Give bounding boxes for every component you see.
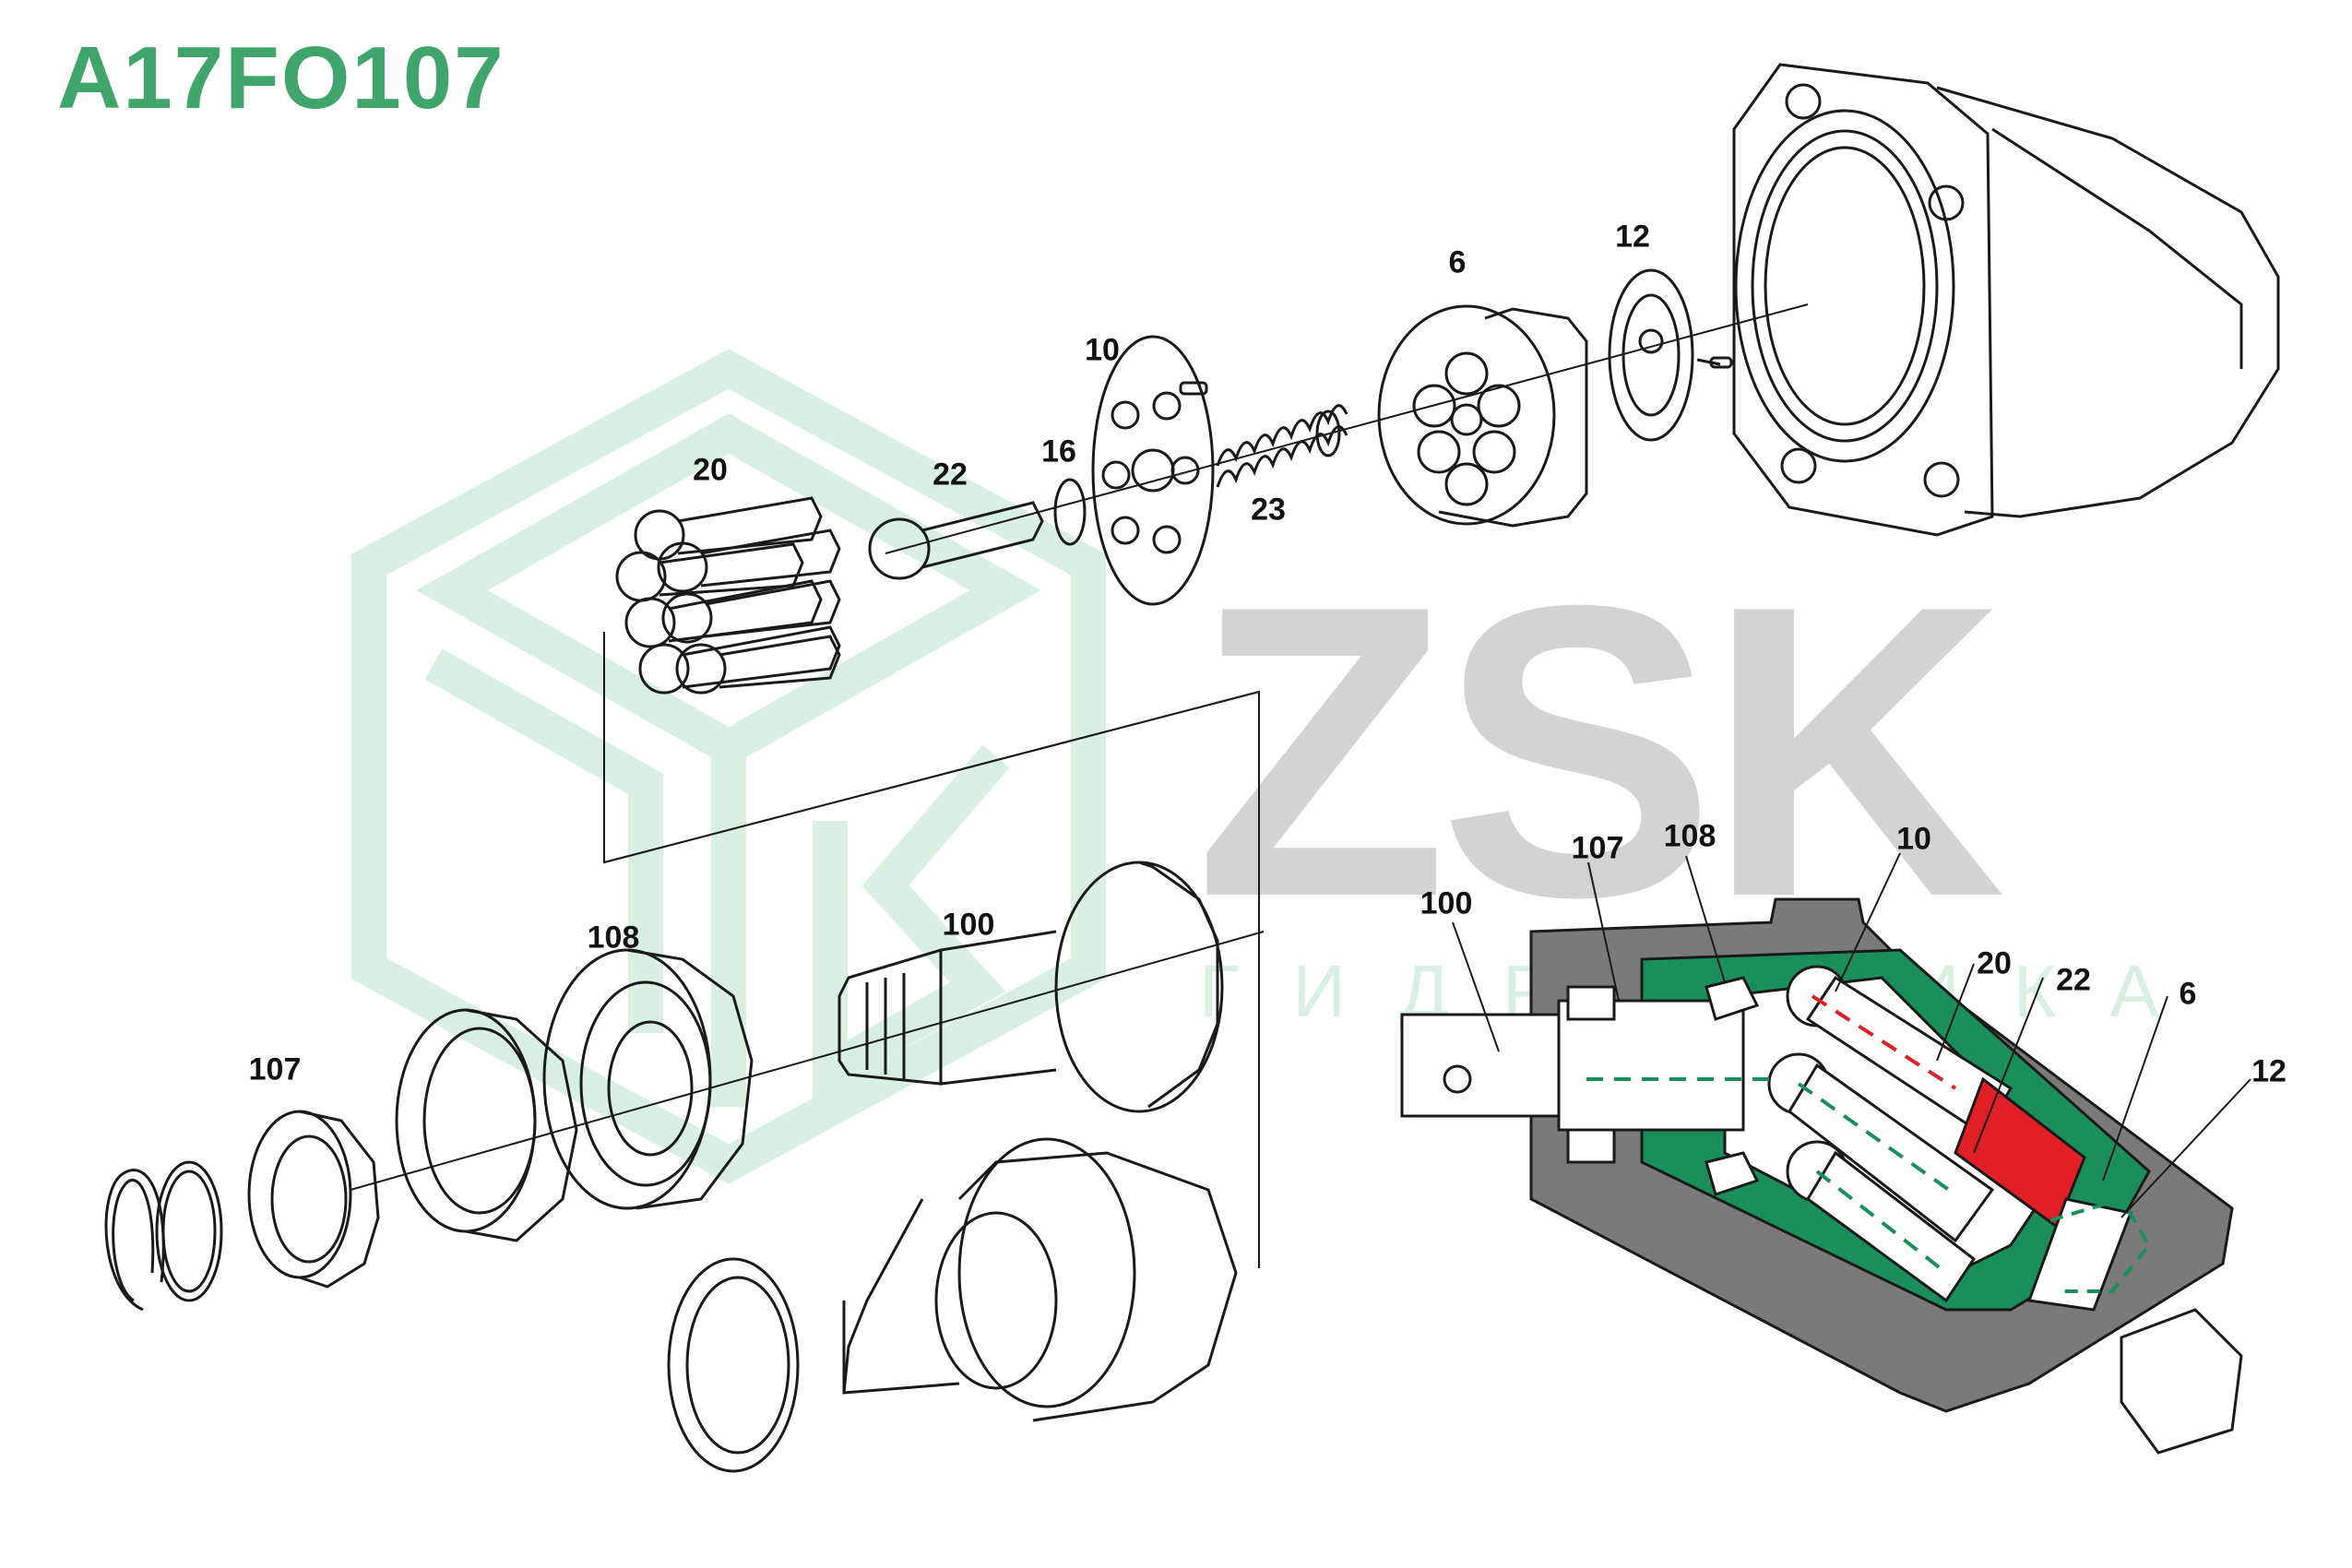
bearing-housing-ring [395, 1008, 578, 1242]
watermark-brand-text: ZSK [1194, 520, 2006, 983]
callout-part-10: 10 [1085, 332, 1120, 368]
section-bearing-108 [1705, 976, 1760, 1196]
section-callout-part-108: 108 [1663, 818, 1716, 854]
bearing-108 [542, 948, 754, 1210]
callout-part-16: 16 [1041, 434, 1076, 469]
watermark-cube-inner [424, 648, 663, 1033]
piston [675, 635, 841, 695]
callout-part-100: 100 [942, 907, 995, 943]
section-centerline-lens [2028, 1196, 2152, 1293]
section-callout-part-22: 22 [2056, 962, 2091, 998]
section-centerline-red [1811, 994, 1957, 1090]
circlip [104, 1169, 165, 1312]
control-lens-12 [1608, 268, 1733, 442]
assembly-axis-lower [350, 931, 1265, 1191]
pistons-20 [615, 496, 841, 695]
housing-bore [1734, 109, 1955, 463]
page-title: A17FO107 [57, 29, 505, 127]
housing-bolt-hole [1780, 447, 1817, 484]
shaft-assembly [667, 1137, 1238, 1473]
housing-bolt-hole [1785, 83, 1822, 120]
section-shaft-journal [1557, 999, 1745, 1132]
bearing-107 [247, 1110, 380, 1289]
section-callout-part-107: 107 [1571, 830, 1624, 866]
drive-shaft-100 [837, 861, 1224, 1113]
section-callout-part-20: 20 [1977, 945, 2012, 981]
section-control-lens [2026, 1197, 2133, 1312]
center-pin-22 [868, 501, 1044, 580]
section-piston [1767, 1052, 1995, 1243]
callout-part-12: 12 [1615, 219, 1650, 255]
washer-16 [1053, 478, 1087, 546]
section-centerline-green [1586, 1077, 1957, 1196]
section-callout-part-100: 100 [1420, 885, 1473, 921]
callout-part-6: 6 [1448, 244, 1467, 280]
piston [661, 579, 841, 644]
spring-washer [1315, 410, 1341, 457]
section-callout-part-6: 6 [2179, 976, 2197, 1012]
watermark-cube-k [813, 744, 1010, 1100]
section-bearing-107 [1566, 985, 1616, 1164]
callout-part-107: 107 [248, 1051, 302, 1087]
piston [638, 625, 841, 695]
section-leader-lines [1452, 852, 2251, 1218]
section-shaft-keyhole [1443, 1064, 1472, 1094]
leader-frame-diag [603, 691, 1260, 863]
callout-part-22: 22 [932, 457, 968, 493]
housing-bolt-hole [1923, 461, 1960, 498]
section-piston [1786, 965, 2013, 1137]
callout-part-23: 23 [1251, 492, 1286, 528]
section-callout-part-10: 10 [1896, 821, 1931, 857]
callout-part-108: 108 [587, 920, 640, 956]
spring-23 [1216, 404, 1348, 488]
retaining-plate-10 [1091, 335, 1215, 606]
callout-part-20: 20 [693, 452, 728, 488]
section-port-fitting [2120, 1308, 2243, 1455]
piston [657, 529, 841, 593]
section-callout-part-12: 12 [2251, 1053, 2287, 1089]
housing-bolt-hole [1928, 184, 1965, 221]
cylinder-block-6 [1377, 304, 1588, 528]
motor-housing [1732, 63, 2280, 537]
